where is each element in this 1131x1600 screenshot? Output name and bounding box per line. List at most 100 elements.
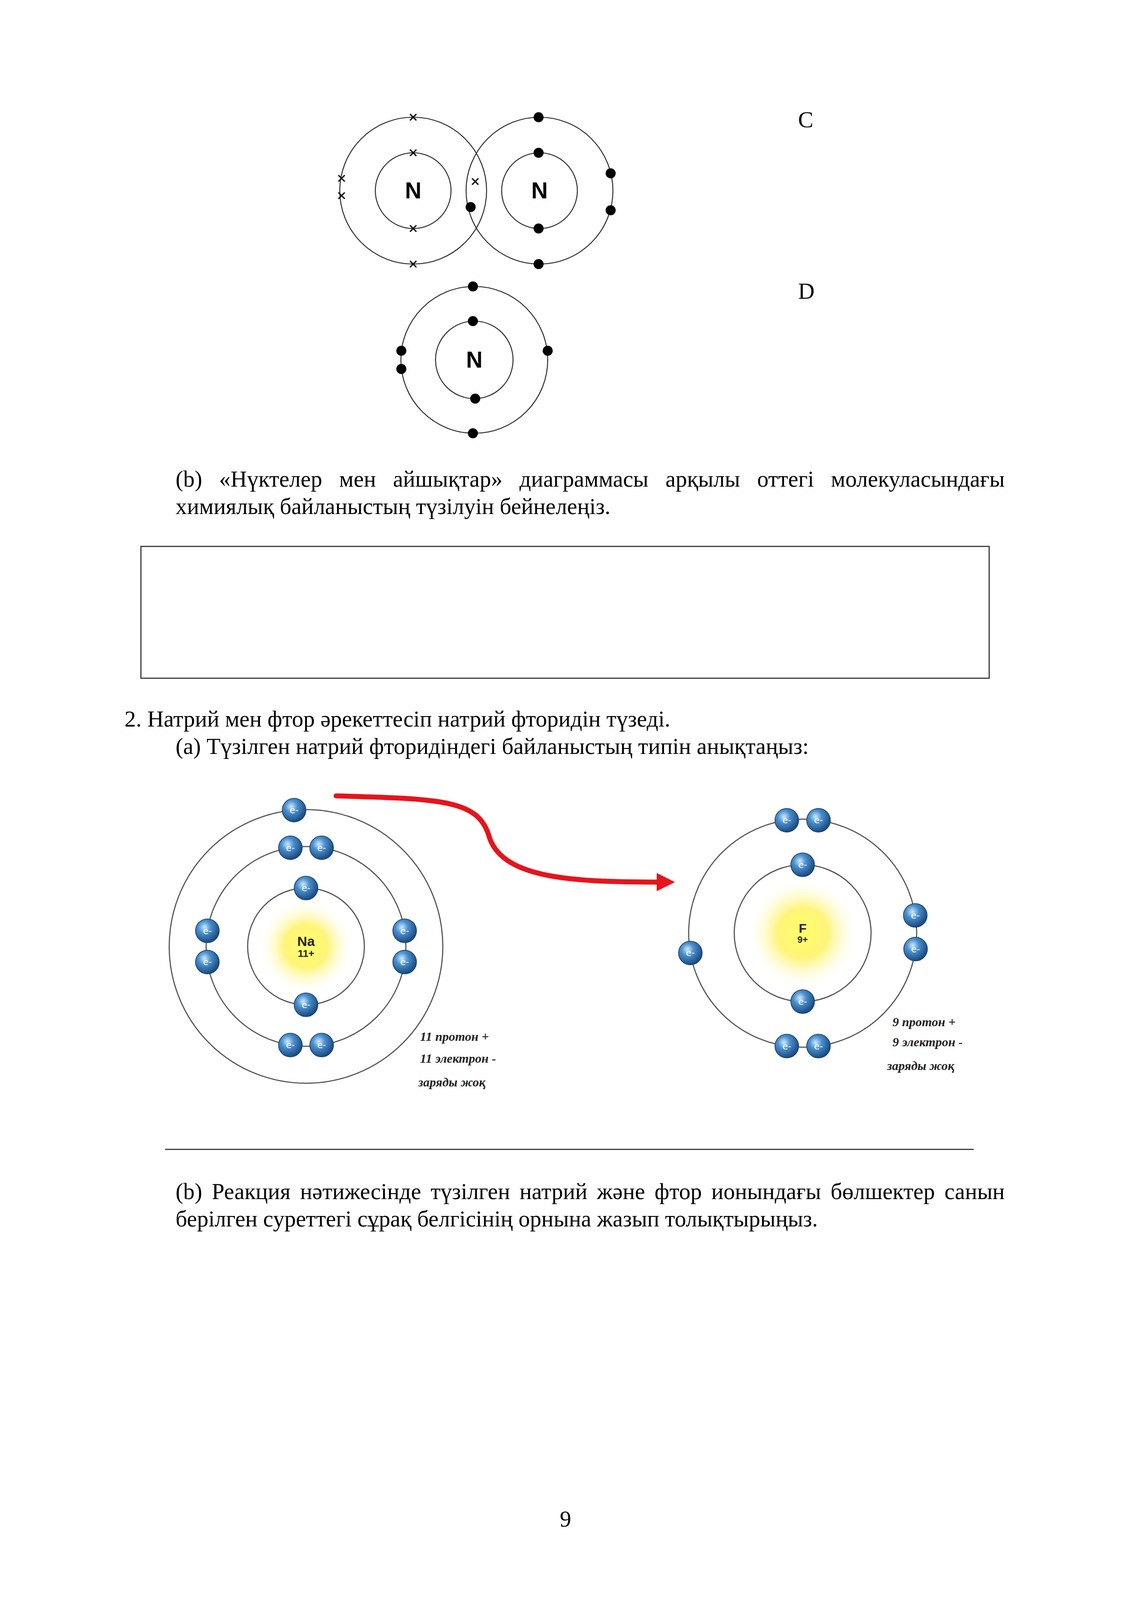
electron-label: e- [400, 957, 410, 967]
nitrogen-atom: N [455, 106, 624, 275]
question-text: 2. Натрий мен фтор әрекеттесіп натрий фт… [124, 705, 671, 733]
electron-dot [467, 281, 478, 292]
electron-dot [396, 363, 407, 374]
electron-label: e- [285, 843, 296, 853]
electron-label: e- [782, 815, 792, 825]
electron-label: e- [910, 910, 920, 920]
electron-label: e- [814, 1041, 824, 1051]
electron-label: e- [202, 926, 213, 936]
atom-symbol: F [798, 921, 807, 935]
electron-shell [339, 117, 487, 265]
atom-caption: 11 протон + [420, 1029, 489, 1044]
atom-caption: 9 протон + [892, 1015, 956, 1030]
electron-cross [409, 260, 417, 268]
nuclear-charge: 11+ [297, 948, 315, 959]
electron-sphere [806, 1034, 831, 1059]
electron-sphere [903, 937, 928, 961]
electron-shell [247, 887, 365, 1005]
atom-caption: заряды жоқ [418, 1075, 486, 1090]
electron-cross [409, 149, 417, 156]
electron-dot [533, 259, 544, 270]
electron-dot [470, 393, 481, 404]
electron-sphere [678, 940, 703, 965]
electron-shell [375, 152, 452, 229]
electron-sphere [294, 876, 318, 900]
electron-sphere [392, 949, 417, 974]
electron-label: e- [782, 1041, 792, 1051]
electron-label: e- [301, 1000, 311, 1010]
electron-shell [206, 846, 406, 1047]
nucleus-glow [746, 876, 859, 990]
answer-box [140, 546, 990, 679]
electron-label: e- [289, 805, 299, 815]
page-number: 9 [560, 1504, 572, 1533]
electron-dot [533, 147, 544, 158]
electron-sphere [309, 1032, 334, 1057]
arrow-line [336, 795, 659, 882]
electron-label: e- [400, 926, 410, 936]
electron-shell [466, 117, 613, 265]
electron-sphere [195, 949, 220, 974]
electron-cross [409, 225, 417, 232]
electron-dot [396, 345, 407, 356]
electron-label: e- [814, 815, 824, 825]
fluorine-atom: F9+ [674, 805, 931, 1061]
electron-sphere [282, 798, 307, 822]
nitrogen-atom: N [389, 275, 559, 445]
electron-label: e- [285, 1040, 296, 1050]
electron-shell [169, 809, 443, 1084]
electron-sphere [806, 808, 831, 832]
electron-sphere [790, 989, 815, 1014]
nuclear-charge: 9+ [797, 934, 809, 945]
electron-label: e- [911, 944, 921, 954]
electron-sphere [309, 835, 334, 860]
atom-symbol: N [531, 178, 548, 203]
answer-line [165, 1148, 974, 1151]
question-text: (b) «Нүктелер мен айшықтар» диаграммасы … [175, 465, 1005, 520]
electron-shell [501, 152, 578, 229]
electron-label: e- [202, 957, 213, 967]
nucleus-glow [258, 898, 354, 995]
electron-dot [542, 345, 553, 356]
electron-sphere [903, 903, 928, 928]
electron-sphere [294, 992, 318, 1017]
nitrogen-atom: N [328, 106, 498, 275]
atom-caption: заряды жоқ [887, 1058, 955, 1074]
question-text: (b) Реакция нәтижесінде түзілген натрий … [175, 1177, 1005, 1233]
question-text: (a) Түзілген натрий фторидіндегі байланы… [175, 732, 809, 760]
electron-dot [467, 316, 478, 327]
electron-sphere [392, 918, 417, 943]
sodium-atom: Na11+ [155, 795, 457, 1097]
electron-dot [467, 428, 478, 439]
electron-dot [605, 205, 616, 216]
electron-cross [409, 114, 417, 121]
atom-symbol: N [404, 178, 422, 203]
electron-label: e- [798, 996, 808, 1007]
atom-caption: 9 электрон - [892, 1035, 963, 1050]
electron-dot [533, 223, 544, 234]
electron-shell [688, 819, 917, 1048]
option-letter: D [798, 277, 815, 305]
atom-symbol: Na [297, 933, 315, 949]
electron-sphere [195, 918, 220, 943]
electron-cross [472, 178, 479, 185]
electron-label: e- [301, 883, 311, 893]
electron-sphere [278, 1032, 303, 1057]
electron-label: e- [316, 843, 327, 853]
arrow-head [656, 872, 675, 892]
electron-dot [533, 112, 544, 123]
electron-dot [605, 168, 616, 179]
electron-transfer-arrow [336, 795, 675, 892]
electron-shell [734, 864, 872, 1002]
electron-sphere [774, 808, 799, 832]
electron-label: e- [685, 948, 696, 958]
electron-shell [400, 286, 548, 434]
electron-sphere [790, 852, 815, 877]
electron-label: e- [798, 860, 808, 870]
option-letter: C [798, 105, 814, 134]
electron-cross [338, 192, 345, 199]
atom-symbol: N [466, 347, 483, 373]
